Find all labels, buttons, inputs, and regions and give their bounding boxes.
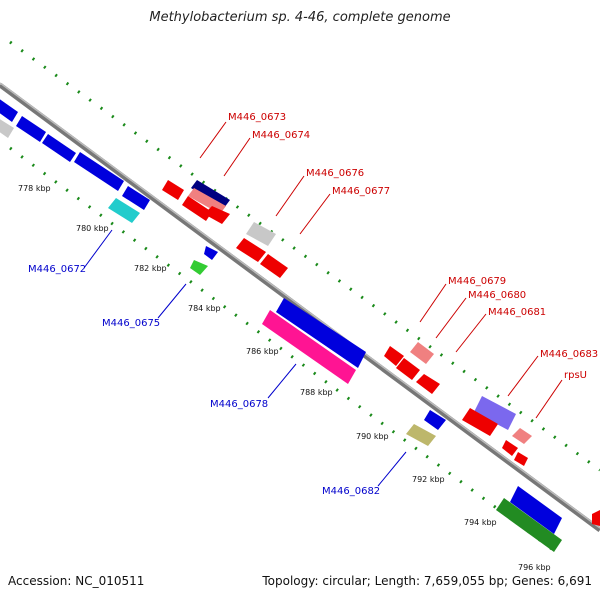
- gene-green-small: [190, 260, 208, 275]
- forward-gene-labels: M446_0673 M446_0674 M446_0676 M446_0677 …: [199, 112, 598, 419]
- tick-label: 788 kbp: [300, 388, 333, 397]
- gene-label-forward: M446_0677: [332, 186, 390, 197]
- gene-forward-red: [384, 346, 404, 366]
- gene-reverse-blue: [0, 99, 18, 122]
- gene-label-forward: M446_0683: [540, 349, 598, 360]
- tick-label: 796 kbp: [518, 563, 551, 572]
- gene-reverse-blue: [16, 116, 46, 142]
- gene-label-forward: M446_0673: [228, 112, 286, 123]
- gene-forward-red: [162, 180, 184, 200]
- gene-label-forward: M446_0674: [252, 130, 310, 141]
- tick-label: 782 kbp: [134, 264, 167, 273]
- gene-label-reverse: M446_0678: [210, 399, 268, 410]
- genome-backbone-highlight: [0, 82, 600, 529]
- gene-label-reverse: M446_0672: [28, 264, 86, 275]
- outer-dotted-track: [9, 40, 600, 472]
- gene-label-forward: M446_0679: [448, 276, 506, 287]
- gene-forward-red: [260, 254, 288, 278]
- tick-label: 778 kbp: [18, 184, 51, 193]
- tick-label: 786 kbp: [246, 347, 279, 356]
- reverse-gene-labels: M446_0672 M446_0675 M446_0678 M446_0682: [28, 229, 407, 497]
- tick-labels: 778 kbp 780 kbp 782 kbp 784 kbp 786 kbp …: [18, 184, 551, 572]
- genome-title: Methylobacterium sp. 4-46, complete geno…: [149, 10, 451, 25]
- gene-label-forward: M446_0681: [488, 307, 546, 318]
- tick-label: 784 kbp: [188, 304, 221, 313]
- gene-grey: [246, 222, 276, 246]
- gene-reverse-blue: [74, 152, 124, 191]
- tick-label: 792 kbp: [412, 475, 445, 484]
- gene-forward-red: [514, 452, 528, 466]
- gene-forward-red: [462, 408, 498, 436]
- genome-backbone: [0, 82, 600, 533]
- gene-forward-red: [502, 440, 518, 456]
- gene-cyan: [108, 198, 140, 223]
- gene-label-forward: M446_0676: [306, 168, 364, 179]
- gene-forward-red: [592, 510, 600, 526]
- gene-label-forward: M446_0680: [468, 290, 526, 301]
- gene-salmon: [512, 428, 532, 444]
- gene-label-reverse: M446_0675: [102, 318, 160, 329]
- gene-salmon: [410, 342, 434, 364]
- gene-group-left: [0, 99, 150, 223]
- gene-navy: [191, 180, 230, 208]
- gene-reverse-blue: [122, 186, 150, 210]
- gene-forward-red: [236, 238, 266, 262]
- gene-forward-red: [416, 374, 440, 394]
- gene-label-forward: rpsU: [564, 370, 587, 381]
- gene-green-large: [496, 498, 562, 552]
- gene-reverse-blue-large: [510, 486, 562, 534]
- gene-forward-red: [182, 196, 212, 221]
- gene-forward-red: [396, 358, 420, 380]
- gene-group-0673: [162, 180, 230, 224]
- gene-blue-small: [204, 246, 218, 260]
- gene-reverse-blue: [42, 134, 76, 162]
- gene-label-reverse: M446_0682: [322, 486, 380, 497]
- tick-label: 780 kbp: [76, 224, 109, 233]
- gene-salmon: [188, 188, 226, 214]
- gene-magenta-large: [262, 310, 356, 384]
- topology-text: Topology: circular; Length: 7,659,055 bp…: [262, 574, 592, 588]
- gene-forward-red: [204, 206, 230, 224]
- gene-purple: [474, 396, 516, 430]
- inner-dotted-track: [9, 146, 561, 557]
- accession-text: Accession: NC_010511: [8, 574, 145, 588]
- gene-blue-small: [424, 410, 446, 430]
- tick-label: 794 kbp: [464, 518, 497, 527]
- tick-label: 790 kbp: [356, 432, 389, 441]
- gene-khaki: [406, 424, 436, 446]
- gene-reverse-blue-large: [276, 298, 366, 368]
- gene-grey: [0, 119, 14, 138]
